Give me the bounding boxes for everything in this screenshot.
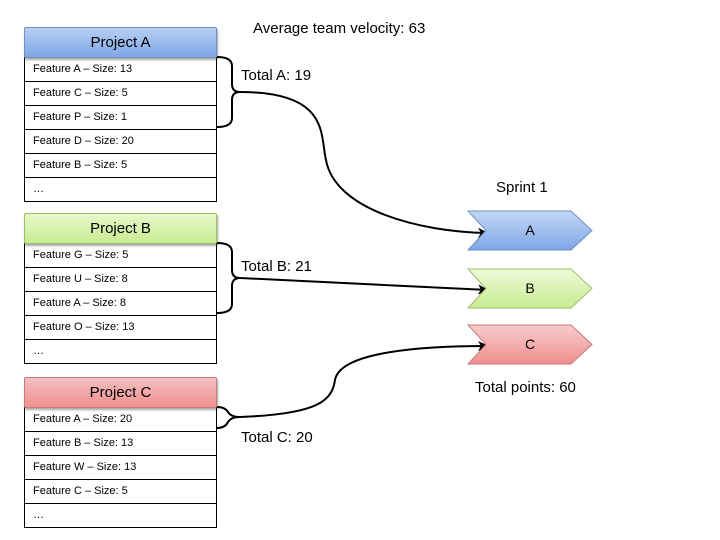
feature-item[interactable]: … [25,504,216,528]
sprint-slot-c-label: C [524,336,536,352]
project-b-feature-list: Feature G – Size: 5 Feature U – Size: 8 … [24,243,217,364]
feature-item[interactable]: Feature A – Size: 8 [25,292,216,316]
total-b-label: Total B: 21 [241,258,312,275]
chevron-shape [467,268,593,309]
feature-item[interactable]: Feature B – Size: 5 [25,154,216,178]
project-a-card: Project A Feature A – Size: 13 Feature C… [24,27,217,202]
feature-item[interactable]: Feature P – Size: 1 [25,106,216,130]
feature-item[interactable]: Feature A – Size: 20 [25,408,216,432]
feature-item[interactable]: Feature C – Size: 5 [25,82,216,106]
feature-item[interactable]: Feature G – Size: 5 [25,244,216,268]
sprint-slot-b[interactable]: B [467,268,593,309]
velocity-label: Average team velocity: 63 [253,20,426,37]
feature-item[interactable]: Feature A – Size: 13 [25,58,216,82]
bracket-c [216,406,241,429]
project-a-feature-list: Feature A – Size: 13 Feature C – Size: 5… [24,57,217,202]
feature-item[interactable]: … [25,340,216,364]
sprint-slot-b-label: B [525,280,535,296]
feature-item[interactable]: Feature B – Size: 13 [25,432,216,456]
sprint-slot-c[interactable]: C [467,324,593,365]
total-c-label: Total C: 20 [241,429,313,446]
feature-item[interactable]: Feature C – Size: 5 [25,480,216,504]
chevron-shape [467,210,593,251]
feature-item[interactable]: Feature U – Size: 8 [25,268,216,292]
chevron-shape [467,324,593,365]
feature-item[interactable]: Feature D – Size: 20 [25,130,216,154]
project-b-header[interactable]: Project B [24,213,217,244]
arrow-b [239,277,489,295]
sprint-slot-a-label: A [525,222,535,238]
project-c-card: Project C Feature A – Size: 20 Feature B… [24,377,217,528]
project-c-feature-list: Feature A – Size: 20 Feature B – Size: 1… [24,407,217,528]
project-c-header[interactable]: Project C [24,377,217,408]
total-a-label: Total A: 19 [241,67,312,84]
feature-item[interactable]: … [25,178,216,202]
project-a-header[interactable]: Project A [24,27,217,58]
feature-item[interactable]: Feature W – Size: 13 [25,456,216,480]
bracket-a [216,56,241,128]
sprint-title: Sprint 1 [496,179,548,196]
project-b-card: Project B Feature G – Size: 5 Feature U … [24,213,217,364]
sprint-slot-a[interactable]: A [467,210,593,251]
arrow-c [239,341,489,418]
feature-item[interactable]: Feature O – Size: 13 [25,316,216,340]
arrow-a [239,91,489,238]
sprint-total-label: Total points: 60 [475,379,576,396]
bracket-b [216,242,241,314]
